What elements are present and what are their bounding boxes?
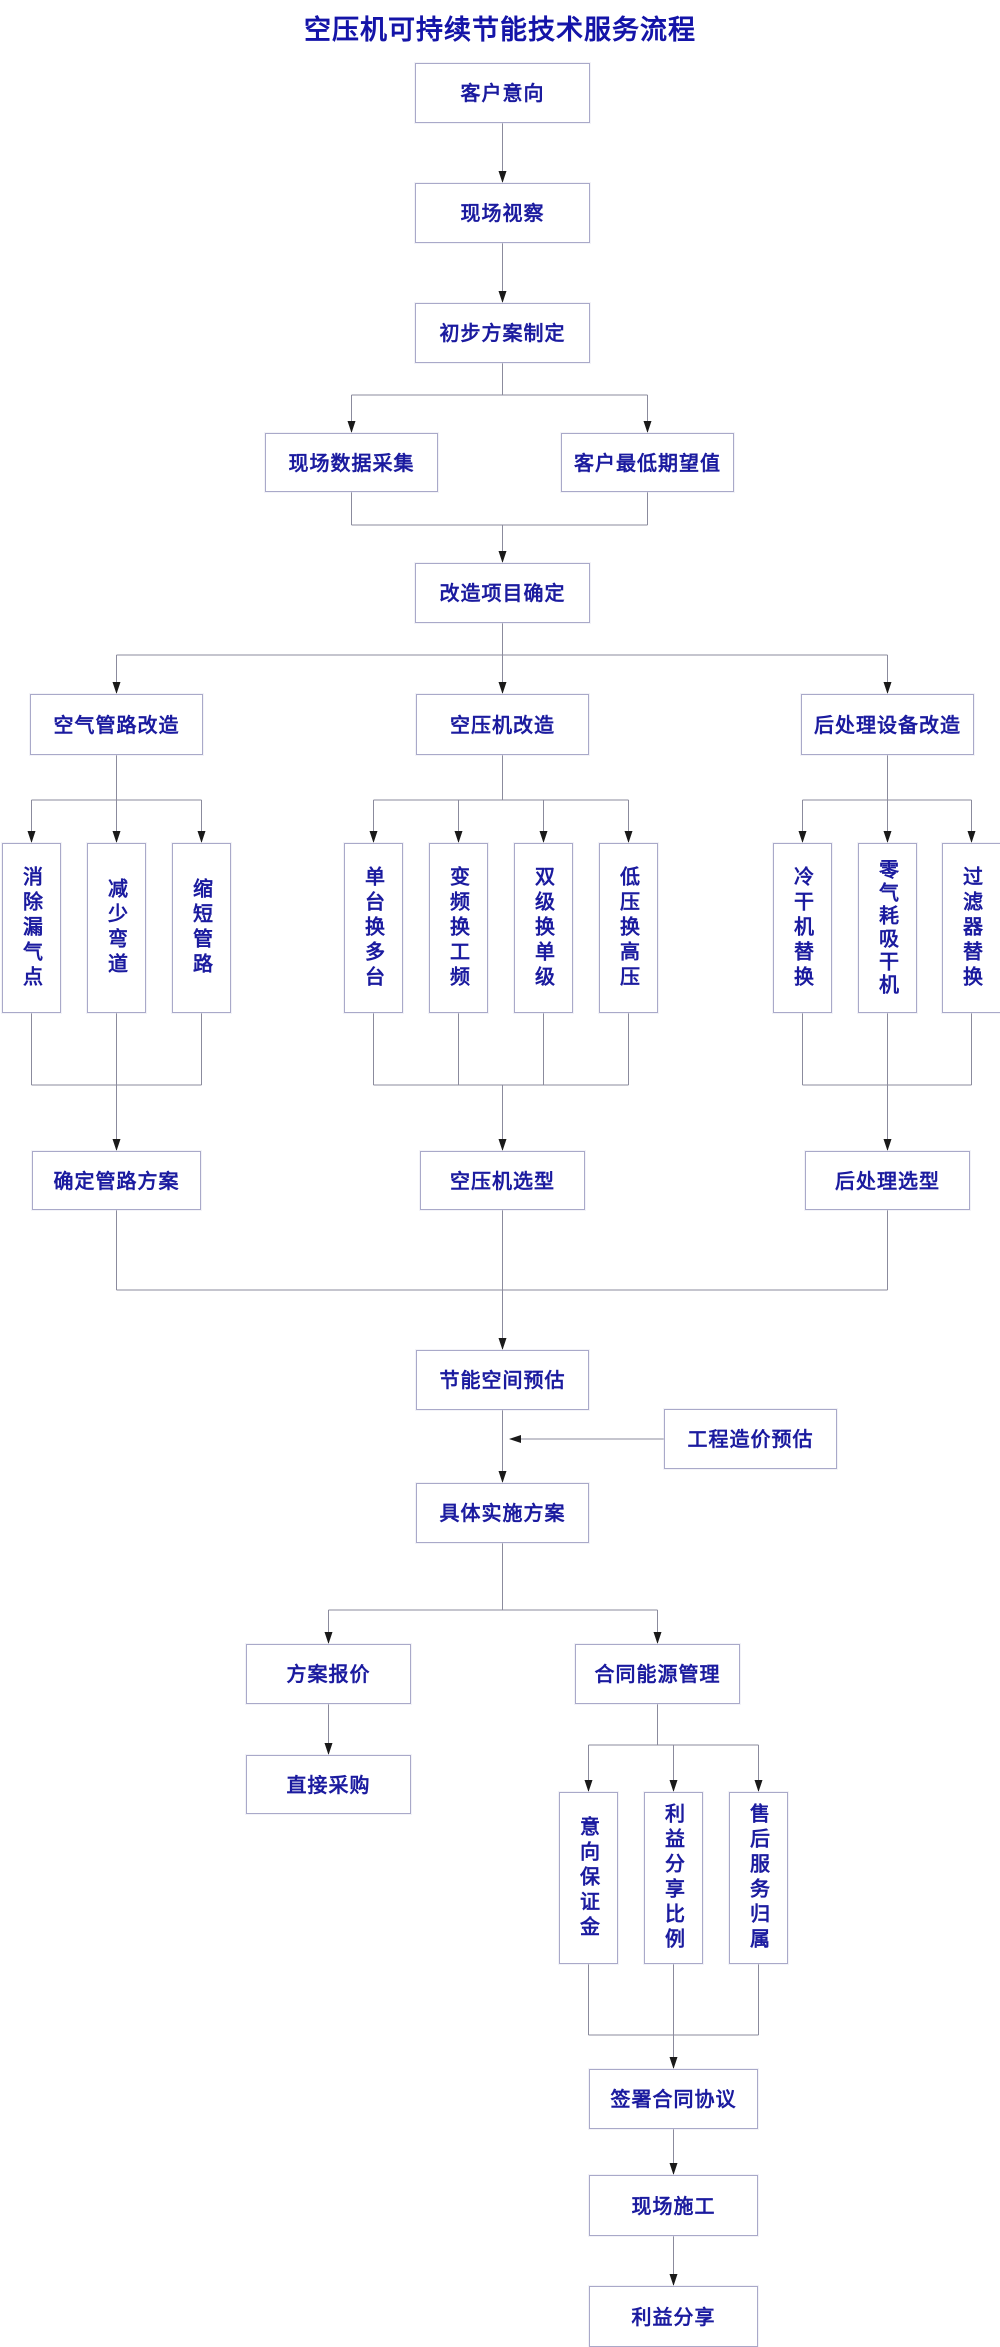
node-preliminary-plan: 初步方案制定 xyxy=(415,303,590,363)
node-customer-intent: 客户意向 xyxy=(415,63,590,123)
page-title: 空压机可持续节能技术服务流程 xyxy=(304,15,696,46)
node-implementation-plan: 具体实施方案 xyxy=(416,1483,589,1543)
node-filter-replacement: 过滤器替换 xyxy=(942,843,1000,1013)
node-site-data-collection: 现场数据采集 xyxy=(265,433,438,492)
node-site-construction: 现场施工 xyxy=(589,2175,758,2236)
node-direct-purchase: 直接采购 xyxy=(246,1755,411,1814)
node-benefit-share-ratio: 利益分享比例 xyxy=(644,1792,703,1964)
node-benefit-sharing: 利益分享 xyxy=(589,2286,758,2347)
node-project-confirmation: 改造项目确定 xyxy=(415,563,590,623)
node-energy-saving-estimate: 节能空间预估 xyxy=(416,1350,589,1410)
node-sign-contract: 签署合同协议 xyxy=(589,2069,758,2129)
node-plan-quotation: 方案报价 xyxy=(246,1644,411,1704)
node-compressor-renovation: 空压机改造 xyxy=(416,694,589,755)
node-pipeline-renovation: 空气管路改造 xyxy=(30,694,203,755)
node-dryer-replacement: 冷干机替换 xyxy=(773,843,832,1013)
node-contract-energy-management: 合同能源管理 xyxy=(575,1644,740,1704)
node-two-stage-for-single: 双级换单级 xyxy=(514,843,573,1013)
node-zero-purge-dryer: 零气耗吸干机 xyxy=(858,843,917,1013)
node-single-to-multiple: 单台换多台 xyxy=(344,843,403,1013)
node-reduce-bends: 减少弯道 xyxy=(87,843,146,1013)
node-after-sales-ownership: 售后服务归属 xyxy=(729,1792,788,1964)
node-vfd-for-fixed: 变频换工频 xyxy=(429,843,488,1013)
node-compressor-selection: 空压机选型 xyxy=(420,1151,585,1210)
node-post-treatment-selection: 后处理选型 xyxy=(805,1151,970,1210)
node-site-inspection: 现场视察 xyxy=(415,183,590,243)
node-post-treatment-renovation: 后处理设备改造 xyxy=(801,694,974,755)
node-shorten-pipeline: 缩短管路 xyxy=(172,843,231,1013)
node-low-for-high-pressure: 低压换高压 xyxy=(599,843,658,1013)
node-cost-estimate: 工程造价预估 xyxy=(664,1409,837,1469)
node-eliminate-leaks: 消除漏气点 xyxy=(2,843,61,1013)
node-intent-deposit: 意向保证金 xyxy=(559,1792,618,1964)
node-customer-min-expectation: 客户最低期望值 xyxy=(561,433,734,492)
node-pipeline-plan: 确定管路方案 xyxy=(32,1151,201,1210)
